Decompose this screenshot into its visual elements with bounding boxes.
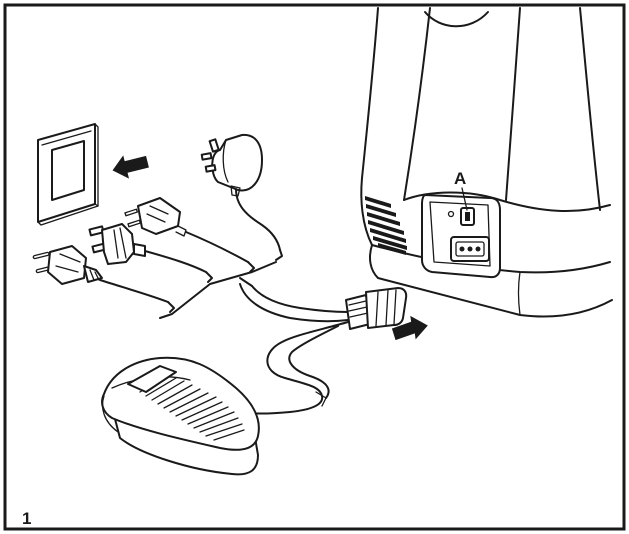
machine-front-lower [360,177,373,246]
pedal-label-plate [127,365,177,393]
machine-base-corner [517,271,521,316]
machine-connector-plug [345,287,408,330]
ventilation-grille [365,196,407,255]
figure-frame [3,3,626,531]
machine-column-inner-edge [403,7,431,201]
arrow-to-wall-icon [112,155,149,179]
arrow-to-machine-icon [391,315,428,341]
wall-socket-icon [37,123,99,226]
socket-panel-inset [429,201,491,267]
power-switch-rocker [465,212,470,221]
pedal-cable [233,321,349,415]
callout-a-leader [461,187,468,211]
switch-indicator [447,210,455,218]
eu-plug-icon [124,197,249,263]
machine-column-seam [505,7,521,201]
pedal-cable-strand [288,325,339,399]
round-plug-icon [32,245,169,303]
machine-top-curve [424,11,489,28]
sewing-machine: A [360,7,613,318]
us-plug-icon [88,223,207,273]
power-cable-bundle [159,249,349,323]
machine-body-contour [403,191,611,212]
callout-a-label: A [454,169,466,188]
uk-adapter-icon [200,133,281,251]
machine-column-left-edge [361,7,379,179]
pedal-cable-tie [315,391,327,407]
machine-back-edge [579,7,601,211]
machine-bed-top [371,244,611,274]
foot-pedal-icon [101,356,260,476]
pedal-tread [139,373,245,441]
figure-number: 1 [22,509,31,528]
machine-power-socket-icon [450,236,490,262]
machine-base [369,244,613,318]
